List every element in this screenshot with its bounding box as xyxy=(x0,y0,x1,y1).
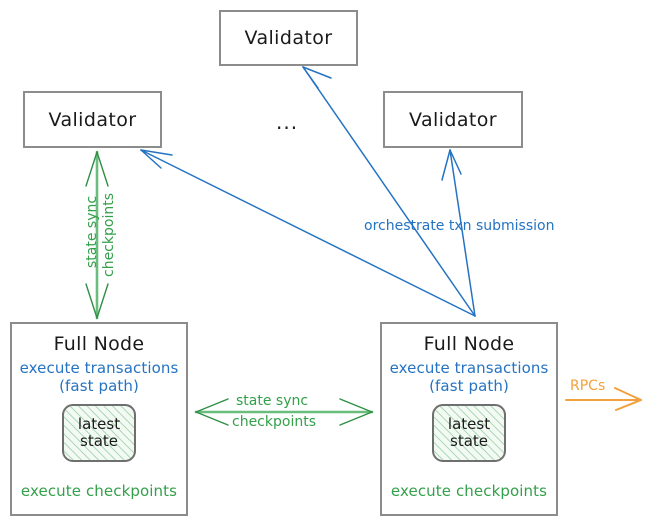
full-node-left-box[interactable]: Full Node execute transactions (fast pat… xyxy=(10,322,188,516)
validator-top-label: Validator xyxy=(244,27,333,49)
arrowhead-top-a xyxy=(302,66,319,89)
arrowhead-left-b xyxy=(140,149,162,169)
full-node-right-latest-state-box[interactable]: latest state xyxy=(432,404,506,462)
arrow-to-validator-right xyxy=(449,149,476,317)
arrowhead-right-b xyxy=(449,149,462,175)
full-node-right-blue-line-2: (fast path) xyxy=(429,377,509,396)
full-node-right-state-line-2: state xyxy=(450,432,488,450)
validator-left-label: Validator xyxy=(48,108,137,131)
arrowhead-east-a xyxy=(339,398,373,413)
full-node-left-green-line: execute checkpoints xyxy=(20,482,178,500)
validator-right-box[interactable]: Validator xyxy=(383,91,523,148)
edge-state-sync-vertical-heads xyxy=(85,151,109,319)
full-node-left-blue-line-2: (fast path) xyxy=(59,377,139,396)
arrowhead-west-a xyxy=(195,398,229,413)
arrowhead-rpcs-b xyxy=(615,399,642,411)
full-node-right-title: Full Node xyxy=(423,333,515,355)
arrowhead-east-b xyxy=(339,411,373,426)
arrowhead-up-b xyxy=(96,151,109,187)
edge-rpcs-arrow xyxy=(565,387,642,411)
arrowhead-rpcs-a xyxy=(614,387,642,401)
full-node-left-latest-state-box[interactable]: latest state xyxy=(62,404,136,462)
arrowhead-west-b xyxy=(195,411,229,426)
full-node-left-blue-line-1: execute transactions xyxy=(19,359,179,377)
full-node-right-state-line-1: latest xyxy=(447,414,491,433)
arrowhead-left-a xyxy=(140,149,173,156)
arrowhead-down-a xyxy=(85,283,98,319)
full-node-left-state-line-2: state xyxy=(80,432,118,450)
full-node-left-state-line-1: latest xyxy=(77,414,121,433)
full-node-right-blue-line-1: execute transactions xyxy=(389,359,549,377)
full-node-right-green-line: execute checkpoints xyxy=(390,482,548,500)
arrow-to-validator-top xyxy=(302,66,476,317)
arrowhead-right-a xyxy=(441,149,451,181)
arrow-to-validator-left xyxy=(140,149,476,317)
validator-right-label: Validator xyxy=(409,108,497,131)
validators-ellipsis: ... xyxy=(276,110,299,134)
arrowhead-down-b xyxy=(96,283,109,319)
edge-state-sync-horizontal-heads xyxy=(195,398,373,426)
full-node-left-title: Full Node xyxy=(53,333,145,355)
full-node-right-box[interactable]: Full Node execute transactions (fast pat… xyxy=(380,322,558,516)
validator-top-box[interactable]: Validator xyxy=(219,10,358,66)
edge-orchestrate-arrows xyxy=(140,66,476,317)
validator-left-box[interactable]: Validator xyxy=(23,91,162,148)
arrowhead-up-a xyxy=(85,151,98,187)
arrowhead-top-b xyxy=(302,66,332,79)
